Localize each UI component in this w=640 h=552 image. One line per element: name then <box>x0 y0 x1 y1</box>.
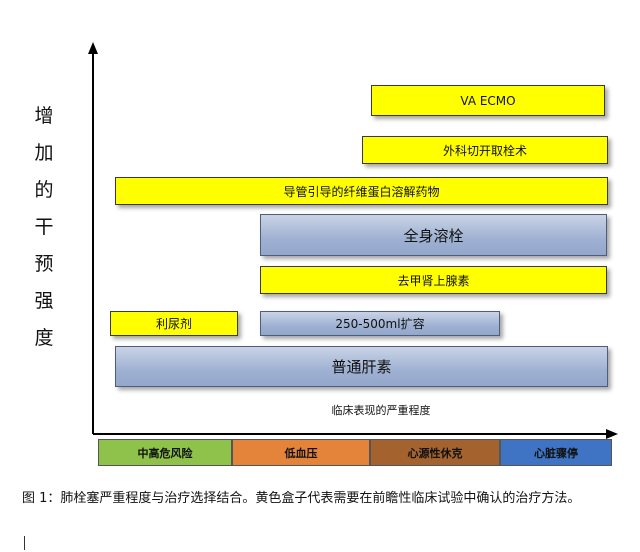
severity-cardiac-arrest: 心脏骤停 <box>500 439 612 466</box>
figure-caption: 图 1：肺栓塞严重程度与治疗选择结合。黄色盒子代表需要在前瞻性临床试验中确认的治… <box>22 491 581 506</box>
intervention-catheter-thrombolysis: 导管引导的纤维蛋白溶解药物 <box>115 177 608 205</box>
x-axis-arrow <box>606 429 618 439</box>
severity-cardiogenic-shock: 心源性休克 <box>370 439 500 466</box>
y-axis-char: 的 <box>34 179 54 201</box>
severity-label: 低血压 <box>284 446 318 460</box>
y-axis-arrow <box>88 42 98 54</box>
y-axis-char: 加 <box>34 142 54 164</box>
intervention-systemic-thrombolysis: 全身溶栓 <box>260 214 607 256</box>
intervention-norepinephrine: 去甲肾上腺素 <box>260 266 607 294</box>
x-axis-label: 临床表现的严重程度 <box>331 404 431 417</box>
text-cursor <box>24 536 25 550</box>
severity-intermediate-high-risk: 中高危风险 <box>98 439 232 466</box>
y-axis-char: 度 <box>34 327 54 349</box>
severity-label: 中高危风险 <box>137 446 193 460</box>
y-axis-char: 强 <box>34 290 54 312</box>
y-axis-char: 增 <box>34 105 54 127</box>
y-axis-label: 增 加 的 干 预 强 度 <box>32 98 56 357</box>
severity-hypotension: 低血压 <box>232 439 370 466</box>
intervention-surgical-embolectomy: 外科切开取栓术 <box>362 136 608 164</box>
severity-label: 心脏骤停 <box>534 446 578 460</box>
severity-label: 心源性休克 <box>407 446 463 460</box>
intervention-volume-expansion: 250-500ml扩容 <box>260 311 500 336</box>
intervention-va-ecmo: VA ECMO <box>371 85 605 116</box>
intervention-heparin: 普通肝素 <box>115 346 608 387</box>
intervention-diuretics: 利尿剂 <box>110 311 238 336</box>
y-axis-char: 干 <box>34 216 54 238</box>
y-axis-char: 预 <box>34 253 54 275</box>
